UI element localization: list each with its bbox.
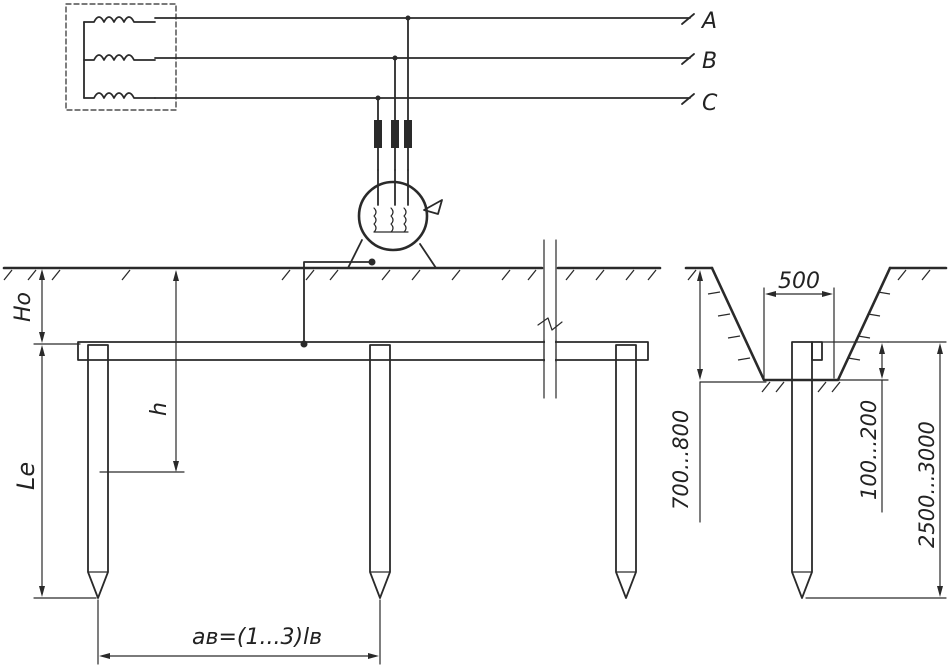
electrode-1 <box>87 344 109 599</box>
source-transformer <box>65 3 177 111</box>
dim-spacing: ав=(1...3)lв <box>97 599 381 665</box>
winding-c <box>83 92 156 99</box>
fuses <box>374 120 412 171</box>
dim-rod-projection: 100...200 <box>821 341 889 513</box>
trench-detail <box>684 266 948 599</box>
phase-line-b: B <box>154 49 717 74</box>
phase-taps <box>375 15 411 121</box>
phase-label-b: B <box>702 49 717 74</box>
dim-ho: Hо <box>3 267 81 345</box>
dim-h: h <box>99 270 185 473</box>
dim-trench-width: 500 <box>763 269 835 379</box>
label-ho: Hо <box>11 292 36 322</box>
horizontal-strip <box>77 341 649 361</box>
dim-trench-depth: 700...800 <box>669 270 767 523</box>
phase-line-a: A <box>154 9 717 34</box>
winding-b <box>83 54 156 61</box>
label-trench-depth: 700...800 <box>669 410 693 510</box>
electrode-2 <box>369 344 391 599</box>
label-trench-width: 500 <box>778 269 820 294</box>
label-rod-projection: 100...200 <box>857 400 881 500</box>
ground-surface <box>2 266 662 281</box>
label-spacing: ав=(1...3)lв <box>192 625 322 650</box>
winding-a <box>83 16 156 23</box>
dim-le: Lе <box>12 345 97 599</box>
phase-line-c: C <box>154 91 718 116</box>
trench-hatching <box>687 269 931 393</box>
label-h: h <box>147 402 172 416</box>
break-symbol <box>537 239 563 399</box>
dim-rod-length: 2500...3000 <box>805 341 947 599</box>
motor <box>347 169 443 269</box>
label-le: Lе <box>12 462 40 490</box>
grounding-conductor <box>300 261 373 348</box>
ground-hatching <box>3 269 657 281</box>
phase-label-a: A <box>700 9 717 34</box>
electrode-3 <box>615 344 637 599</box>
label-rod-length: 2500...3000 <box>915 421 939 548</box>
phase-label-c: C <box>702 91 718 116</box>
